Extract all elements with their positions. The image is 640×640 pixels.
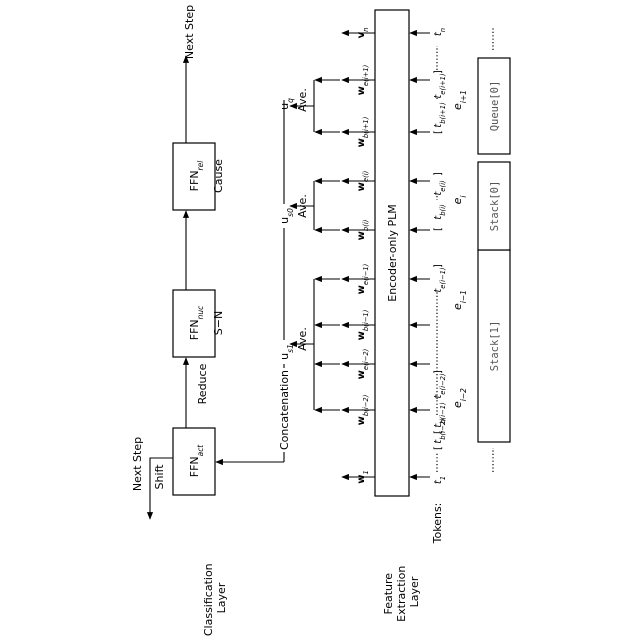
edu-begin-token: tb(i+1)​ — [433, 102, 447, 127]
edu-name-label: ei−1​ — [451, 290, 468, 310]
cause-label: Cause — [212, 159, 225, 193]
tokens-label: Tokens: — [431, 503, 444, 545]
queue0-label: Queue[0] — [489, 81, 501, 132]
edu-close-bracket: ] — [433, 264, 444, 268]
ave-label-s0: Ave. — [296, 194, 309, 218]
edu-name-label: ei+1​ — [451, 90, 468, 110]
edu-begin-token: tb(i−1)​ — [433, 402, 447, 427]
tokens-row: t1​[tb(i−2)​te(i−2)​][tb(i−1)​te(i−1)​][… — [433, 28, 447, 484]
token-end: tn​ — [433, 28, 447, 36]
token-start: t1​ — [433, 476, 447, 484]
edu-open-bracket: [ — [433, 130, 444, 134]
edu-close-bracket: ] — [433, 70, 444, 74]
reduce-label: Reduce — [196, 363, 209, 404]
edu-open-bracket: [ — [433, 430, 444, 434]
stack1-label: Stack[1] — [489, 321, 501, 372]
shift-label: Shift — [153, 464, 166, 490]
concatenation-label: Concatenation — [278, 370, 291, 450]
word-vector-labels: w1​wb(i−2)​we(i−2)​wb(i−1)​we(i−1)​wb(i)… — [356, 28, 370, 484]
edu-name-label: ei−2​ — [451, 388, 468, 408]
edu-names: ei−2​ ei−1​ ei​ ei+1​ — [451, 90, 468, 408]
edu-close-bracket: ] — [433, 370, 444, 374]
edu-name-label: ei​ — [451, 195, 468, 205]
edu-end-token: te(i−2)​ — [433, 373, 447, 398]
stack0-label: Stack[0] — [489, 181, 501, 232]
u-q-label: uq​ — [278, 98, 295, 110]
edu-end-token: te(i−1)​ — [433, 267, 447, 292]
plm-output-arrows — [342, 33, 375, 477]
ave-label-q: Ave. — [296, 88, 309, 112]
plm-label: Encoder-only PLM — [386, 204, 399, 301]
next-step-top-label: Next Step — [183, 5, 196, 59]
edu-open-bracket: [ — [433, 227, 444, 231]
edu-end-token: te(i)​ — [433, 180, 447, 195]
edu-close-bracket: ] — [433, 172, 444, 176]
classification-layer-label: Classification Layer — [202, 560, 228, 636]
feature-extraction-layer-label: Feature Extraction Layer — [382, 562, 421, 622]
ave-label-s1: Ave. — [296, 327, 309, 351]
edu-end-token: te(i+1)​ — [433, 73, 447, 98]
edu-open-bracket: [ — [433, 446, 444, 450]
token-input-arrows — [410, 33, 430, 477]
edu-begin-token: tb(i)​ — [433, 204, 447, 219]
next-step-left-label: Next Step — [131, 437, 144, 491]
sn-label: S−N — [212, 311, 225, 335]
